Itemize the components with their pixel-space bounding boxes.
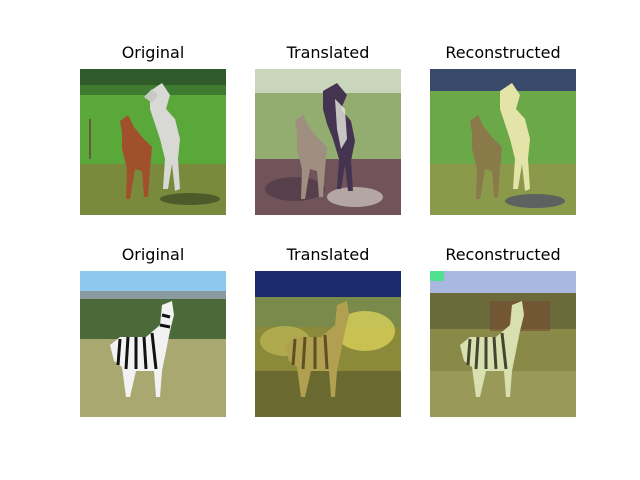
zebra-translated-image (255, 271, 401, 417)
horse-reconstructed-image (430, 69, 576, 215)
panel-horse-reconstructed: Reconstructed (430, 43, 576, 215)
horse-translated-image (255, 69, 401, 215)
horse-original-image (80, 69, 226, 215)
panel-title: Translated (286, 43, 370, 62)
panel-zebra-translated: Translated (255, 245, 401, 417)
panel-title: Reconstructed (445, 43, 561, 62)
panel-horse-original: Original (80, 43, 226, 215)
panel-title: Translated (286, 245, 370, 264)
zebra-reconstructed-image (430, 271, 576, 417)
panel-horse-translated: Translated (255, 43, 401, 215)
panel-title: Original (121, 245, 185, 264)
panel-title: Original (121, 43, 185, 62)
panel-zebra-reconstructed: Reconstructed (430, 245, 576, 417)
panel-zebra-original: Original (80, 245, 226, 417)
panel-title: Reconstructed (445, 245, 561, 264)
zebra-original-image (80, 271, 226, 417)
